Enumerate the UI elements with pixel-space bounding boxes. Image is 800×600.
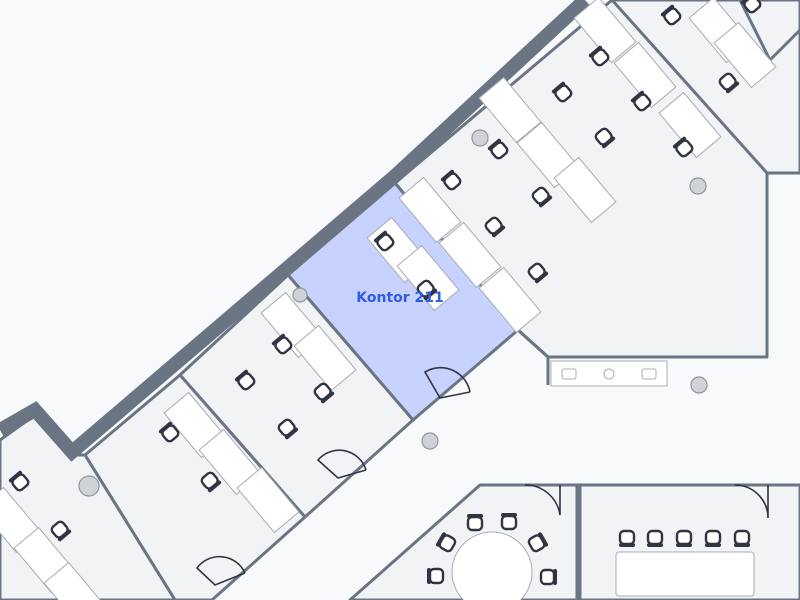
desk-icon[interactable]	[478, 76, 542, 144]
door-swing-icon	[734, 484, 769, 519]
office-chair-icon[interactable]	[593, 126, 616, 149]
door-swing-icon	[316, 449, 367, 479]
office-chair-icon[interactable]	[526, 261, 549, 284]
office-chair-icon[interactable]	[704, 529, 722, 547]
office-chair-icon[interactable]	[440, 169, 463, 192]
column-icon	[690, 376, 708, 394]
office-chair-icon[interactable]	[740, 0, 763, 15]
office-chair-icon[interactable]	[199, 470, 222, 493]
office-chair-icon[interactable]	[646, 529, 664, 547]
office-chair-icon[interactable]	[733, 529, 751, 547]
office-chair-icon[interactable]	[530, 185, 553, 208]
desk-icon[interactable]	[396, 244, 460, 312]
wall-cabinet	[550, 360, 668, 387]
doors	[195, 366, 769, 586]
column-icon	[471, 129, 489, 147]
office-chair-icon[interactable]	[373, 230, 396, 253]
office-chair-icon[interactable]	[8, 470, 31, 493]
desk-layer	[0, 0, 777, 600]
desk-icon[interactable]	[293, 324, 357, 392]
office-chair-icon[interactable]	[660, 4, 683, 27]
desk-icon[interactable]	[613, 41, 677, 109]
desk-icon[interactable]	[478, 266, 542, 334]
column-icon	[689, 177, 707, 195]
office-chair-icon[interactable]	[630, 90, 653, 113]
office-chair-icon[interactable]	[500, 513, 518, 531]
column-icon	[421, 432, 439, 450]
office-chair-icon[interactable]	[158, 421, 181, 444]
office-chair-icon[interactable]	[234, 369, 257, 392]
chair-layer	[8, 0, 763, 586]
desk-icon[interactable]	[553, 156, 617, 224]
office-chair-icon[interactable]	[427, 567, 445, 585]
office-room-north[interactable]	[610, 0, 800, 62]
column-icon	[78, 475, 100, 497]
office-chair-icon[interactable]	[435, 532, 457, 554]
desk-icon[interactable]	[236, 466, 300, 534]
partition-walls	[480, 0, 800, 600]
office-chair-icon[interactable]	[483, 215, 506, 238]
column-icon	[292, 287, 308, 303]
office-chair-icon[interactable]	[487, 138, 510, 161]
door-swing-icon	[195, 555, 246, 586]
office-chair-icon[interactable]	[551, 81, 574, 104]
office-chair-icon[interactable]	[672, 136, 695, 159]
desk-icon[interactable]	[438, 221, 502, 289]
office-chair-icon[interactable]	[618, 529, 636, 547]
office-chair-icon[interactable]	[276, 417, 299, 440]
room-label-kontor-211: Kontor 211	[356, 290, 444, 306]
desk-icon[interactable]	[713, 21, 777, 89]
office-chair-icon[interactable]	[49, 519, 72, 542]
desk-icon[interactable]	[43, 561, 107, 600]
round-table-icon[interactable]	[451, 531, 533, 600]
desk-icon[interactable]	[398, 176, 462, 244]
office-chair-icon[interactable]	[415, 278, 438, 301]
office-chair-icon[interactable]	[312, 381, 335, 404]
desk-icon[interactable]	[658, 91, 722, 159]
exterior-wall	[0, 0, 590, 462]
office-chair-icon[interactable]	[527, 532, 549, 554]
desk-icon[interactable]	[573, 0, 637, 64]
door-swing-icon	[524, 484, 561, 516]
office-chair-icon[interactable]	[271, 333, 294, 356]
office-chair-icon[interactable]	[588, 45, 611, 68]
door-swing-icon	[423, 366, 471, 399]
meeting-table-icon[interactable]	[615, 551, 755, 597]
office-chair-icon[interactable]	[539, 568, 557, 586]
pillars	[78, 129, 708, 497]
office-chair-icon[interactable]	[717, 71, 740, 94]
office-chair-icon[interactable]	[675, 529, 693, 547]
office-chair-icon[interactable]	[466, 514, 484, 532]
